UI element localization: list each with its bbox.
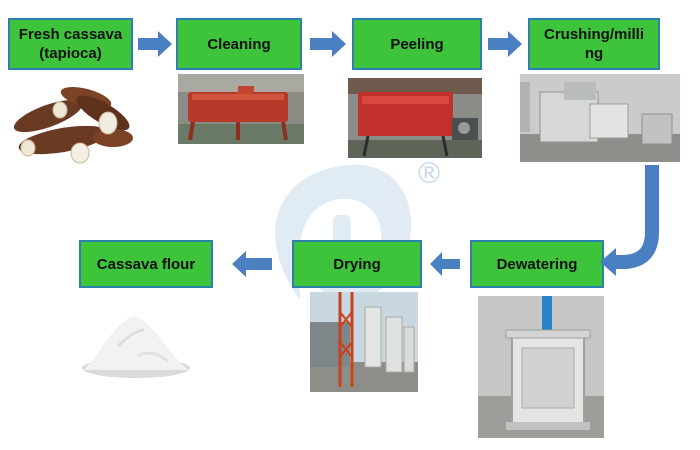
arrow-cleaning-to-peeling <box>310 31 346 57</box>
crushing-machine-image <box>520 74 680 162</box>
step-dewatering: Dewatering <box>470 240 604 288</box>
cassava-roots-image <box>13 87 133 164</box>
cleaning-machine-image <box>178 74 304 144</box>
step-fresh-cassava: Fresh cassava (tapioca) <box>8 18 133 70</box>
step-drying: Drying <box>292 240 422 288</box>
arrow-crushing-to-dewatering <box>614 165 659 269</box>
drying-tower-image <box>310 292 418 392</box>
dewatering-press-image <box>478 296 604 438</box>
arrow-dewatering-to-drying <box>430 252 460 276</box>
cassava-flour-image <box>82 316 190 378</box>
step-cassava-flour: Cassava flour <box>79 240 213 288</box>
step-crushing-milling: Crushing/milli ng <box>528 18 660 70</box>
step-peeling: Peeling <box>352 18 482 70</box>
step-cleaning: Cleaning <box>176 18 302 70</box>
arrow-peeling-to-crushing <box>488 31 522 57</box>
arrow-fresh-to-cleaning <box>138 31 172 57</box>
peeling-machine-image <box>348 78 482 158</box>
registered-mark: ® <box>418 157 440 190</box>
arrow-drying-to-flour <box>232 251 272 277</box>
